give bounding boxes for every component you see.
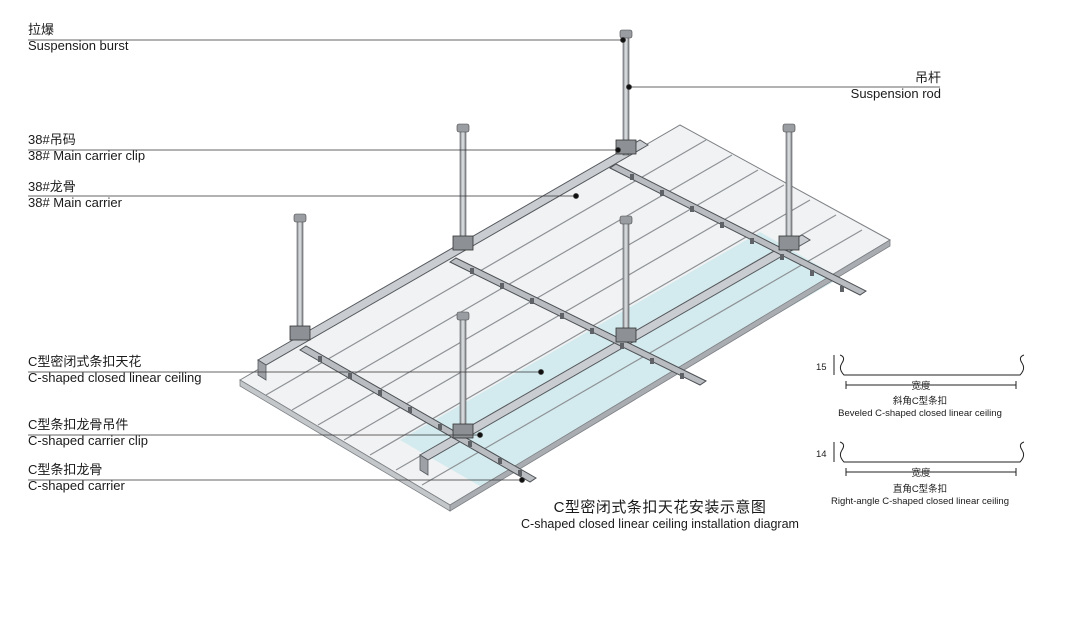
label-en: 38# Main carrier clip [28,148,146,163]
suspension-rod [615,215,637,343]
label-linear-ceiling: C型密闭式条扣天花 C-shaped closed linear ceiling [28,354,201,386]
beveled-width-label: 宽度 [911,380,931,392]
label-cn: C型条扣龙骨 [28,462,103,477]
diagram-caption: C型密闭式条扣天花安装示意图 C-shaped closed linear ce… [480,498,840,532]
leader-lines [28,37,940,483]
beveled-profile-caption: 斜角C型条扣 Beveled C-shaped closed linear ce… [820,396,1020,420]
label-en: Suspension rod [850,86,941,101]
caption-en: C-shaped closed linear ceiling installat… [521,517,799,531]
right-angle-profile [833,441,1025,476]
label-en: C-shaped closed linear ceiling [28,370,202,385]
label-cn: C型条扣龙骨吊件 [28,417,129,432]
label-en: C-shaped carrier clip [28,433,148,448]
label-en: Suspension burst [28,38,129,53]
suspension-rod [452,123,474,251]
suspension-rod [452,311,474,439]
label-main-carrier-clip: 38#吊码 38# Main carrier clip [28,132,145,164]
profile-en: Right-angle C-shaped closed linear ceili… [831,496,1009,507]
label-carrier-clip: C型条扣龙骨吊件 C-shaped carrier clip [28,417,148,449]
label-cn: 拉爆 [28,22,55,37]
suspension-rod [778,123,800,251]
label-suspension-burst: 拉爆 Suspension burst [28,22,128,54]
profile-cn: 斜角C型条扣 [892,396,948,407]
profile-en: Beveled C-shaped closed linear ceiling [838,408,1002,419]
suspension-rod [615,29,637,156]
suspension-rod [289,213,311,341]
carrier-teeth [318,174,844,476]
beveled-height-label: 15 [816,362,827,373]
right-angle-width-label: 宽度 [911,467,931,479]
label-en: 38# Main carrier [28,195,122,210]
suspension-rods [289,29,800,439]
label-en: C-shaped carrier [28,478,125,493]
label-cn: 38#龙骨 [28,179,76,194]
label-cn: C型密闭式条扣天花 [28,354,142,369]
right-angle-height-label: 14 [816,449,827,460]
label-suspension-rod: 吊杆 Suspension rod [800,70,941,102]
label-cn: 38#吊码 [28,132,76,147]
profile-cn: 直角C型条扣 [892,484,948,495]
label-cn: 吊杆 [914,70,941,85]
caption-cn: C型密闭式条扣天花安装示意图 [553,499,767,516]
label-carrier: C型条扣龙骨 C-shaped carrier [28,462,125,494]
right-angle-profile-caption: 直角C型条扣 Right-angle C-shaped closed linea… [820,484,1020,508]
label-main-carrier: 38#龙骨 38# Main carrier [28,179,122,211]
beveled-profile [833,354,1025,389]
